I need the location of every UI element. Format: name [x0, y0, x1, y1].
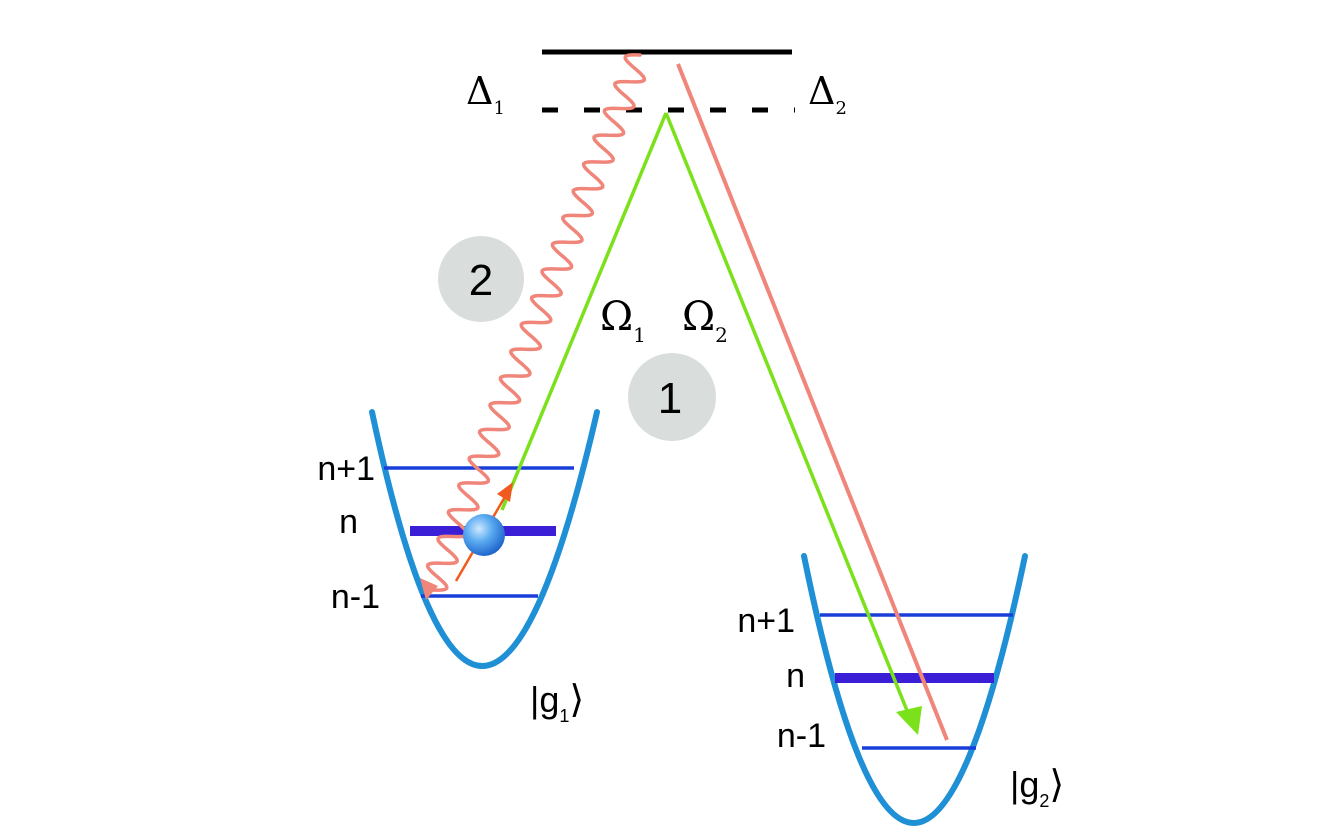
- state-g2-label: |g2⟩: [1010, 764, 1064, 811]
- left-potential-well: [369, 409, 600, 669]
- pump-beam-arrowhead: [896, 706, 922, 735]
- left-level-label-lower: n-1: [331, 578, 380, 616]
- spontaneous-emission-arrowhead: [420, 578, 438, 600]
- spontaneous-emission-wavy-line: [425, 53, 647, 592]
- state-g1-label: |g1⟩: [530, 679, 584, 726]
- left-level-label-middle: n: [339, 503, 358, 541]
- pump-beam-left-line: [500, 112, 668, 511]
- step-1-circle: [628, 353, 716, 441]
- left-level-label-upper: n+1: [317, 450, 375, 488]
- ion-sphere: [463, 514, 505, 556]
- right-level-label-middle: n: [786, 657, 805, 695]
- rabi-left-label: Ω1: [600, 294, 646, 347]
- step-2-circle: [438, 236, 524, 322]
- stokes-beam-line: [676, 63, 949, 741]
- right-potential-well: [801, 553, 1028, 826]
- heating-arrowhead: [497, 482, 513, 502]
- right-level-label-lower: n-1: [777, 717, 826, 755]
- right-level-label-upper: n+1: [737, 602, 795, 640]
- rabi-right-label: Ω2: [682, 294, 728, 347]
- detuning-left-label: Δ1: [466, 69, 505, 119]
- step-1-label: 1: [658, 374, 682, 423]
- pump-beam-right-line: [664, 112, 912, 719]
- detuning-right-label: Δ2: [808, 69, 847, 119]
- step-2-label: 2: [469, 256, 493, 305]
